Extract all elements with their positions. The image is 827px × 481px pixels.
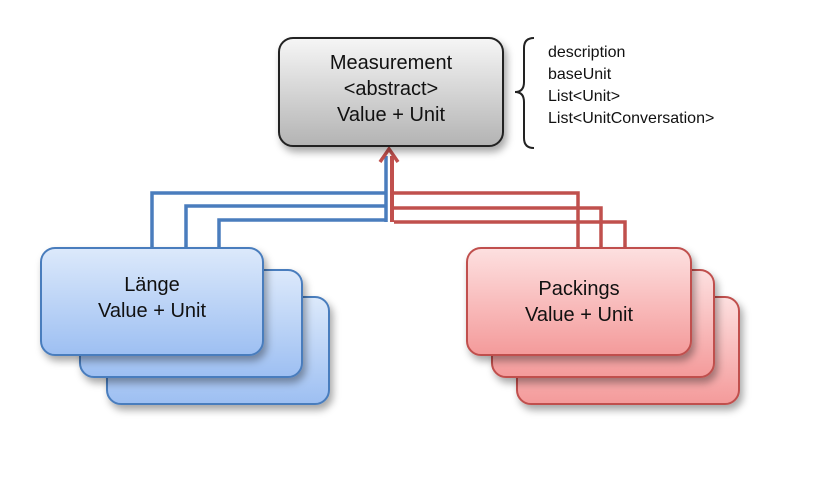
laenge-name: Länge [124, 274, 180, 296]
packings-fields: Value + Unit [524, 304, 634, 326]
red-connector-1 [394, 191, 580, 248]
measurement-class-box [278, 37, 504, 147]
red-connector-2 [394, 206, 603, 248]
blue-inheritance-connectors [150, 191, 386, 248]
packings-class-label: Packings Value + Unit [467, 276, 691, 328]
laenge-fields: Value + Unit [97, 300, 207, 322]
arrow-head-icon [378, 145, 400, 163]
packings-name: Packings [538, 278, 620, 300]
attribute-item: description [548, 44, 626, 61]
attribute-item: List<UnitConversation> [548, 110, 715, 127]
red-connector-3 [394, 220, 627, 248]
blue-connector-1 [150, 191, 386, 248]
measurement-stereotype: <abstract> [343, 78, 439, 100]
attribute-item: baseUnit [548, 66, 612, 83]
laenge-class-label: Länge Value + Unit [41, 272, 263, 324]
laenge-card-front [40, 247, 264, 356]
red-inheritance-connectors [394, 191, 627, 248]
generalization-arrow [378, 145, 400, 222]
measurement-attributes: description baseUnit List<Unit> List<Uni… [548, 42, 714, 130]
measurement-name: Measurement [329, 52, 453, 74]
packings-card-front [466, 247, 692, 356]
attribute-item: List<Unit> [548, 88, 621, 105]
blue-connector-3 [217, 218, 386, 248]
blue-connector-2 [184, 204, 386, 248]
attributes-brace [514, 37, 535, 149]
measurement-class-label: Measurement <abstract> Value + Unit [279, 50, 503, 128]
measurement-fields: Value + Unit [336, 104, 446, 126]
